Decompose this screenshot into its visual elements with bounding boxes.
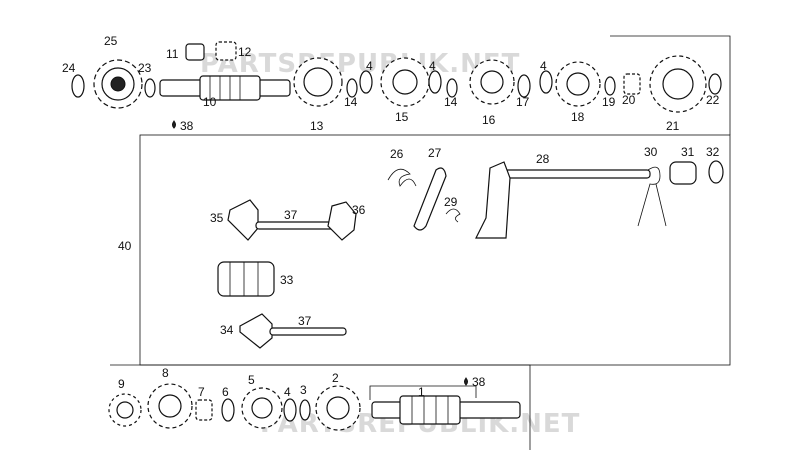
label-37-a: 37 [284, 208, 298, 222]
washer-14-b [446, 78, 458, 98]
bearing-12 [215, 41, 237, 61]
shim-4-top-a [359, 70, 373, 94]
selector-drum-33 [217, 261, 275, 297]
shim-4-top-b [428, 70, 442, 94]
label-10: 10 [203, 95, 217, 109]
gear-2 [315, 385, 361, 431]
label-40: 40 [118, 239, 132, 253]
ring-17 [517, 74, 531, 98]
label-27: 27 [428, 146, 442, 160]
label-38-top: 38 [180, 119, 194, 133]
shim-4-bottom [283, 398, 297, 422]
cap-31 [669, 161, 697, 185]
label-8: 8 [162, 366, 169, 380]
label-9: 9 [118, 377, 125, 391]
label-30: 30 [644, 145, 658, 159]
oil-drop-38-top [172, 120, 176, 129]
spacer-23 [144, 78, 156, 98]
label-34: 34 [220, 323, 234, 337]
gear-9 [108, 393, 142, 427]
label-7: 7 [198, 385, 205, 399]
label-38-bottom: 38 [472, 375, 486, 389]
gearchange-shaft-28 [475, 161, 651, 239]
label-22: 22 [706, 93, 720, 107]
gear-21 [649, 55, 707, 113]
label-28: 28 [536, 152, 550, 166]
label-6: 6 [222, 385, 229, 399]
secondary-shaft-1 [369, 385, 521, 425]
gear-15 [380, 57, 430, 107]
bearing-7 [195, 399, 213, 421]
label-29: 29 [444, 195, 458, 209]
label-18: 18 [571, 110, 585, 124]
washer-19 [604, 76, 616, 96]
gear-8 [147, 383, 193, 429]
sprocket-25 [93, 59, 143, 109]
label-26: 26 [390, 147, 404, 161]
label-37-b: 37 [298, 314, 312, 328]
label-25: 25 [104, 34, 118, 48]
part-labels: 24 25 23 11 12 10 38 13 4 14 15 4 14 16 … [62, 34, 720, 399]
label-16: 16 [482, 113, 496, 127]
label-32: 32 [706, 145, 720, 159]
fork-36 [327, 201, 357, 241]
gear-16 [469, 59, 515, 105]
spring-26 [387, 168, 417, 187]
label-3: 3 [300, 383, 307, 397]
gear-13 [293, 57, 343, 107]
bearing-11 [185, 43, 205, 61]
label-19: 19 [602, 95, 616, 109]
watermark-top: PARTSREPUBLIK.NET [200, 49, 520, 79]
label-20: 20 [622, 93, 636, 107]
bottom-group-frame [110, 364, 531, 450]
label-14-a: 14 [344, 95, 358, 109]
oil-drop-38-bottom [464, 377, 468, 386]
label-17: 17 [516, 95, 530, 109]
label-4-c: 4 [540, 59, 547, 73]
label-36: 36 [352, 203, 366, 217]
primary-shaft-10 [159, 75, 291, 101]
fork-rod-37-b [269, 327, 347, 336]
spring-29 [445, 208, 461, 223]
shim-4-top-c [539, 70, 553, 94]
label-13: 13 [310, 119, 324, 133]
washer-22 [708, 73, 722, 95]
bearing-20 [623, 73, 641, 95]
top-group-frame [610, 35, 731, 135]
lever-27 [413, 167, 447, 231]
label-23: 23 [138, 61, 152, 75]
washer-6 [221, 398, 235, 422]
washer-3 [299, 399, 311, 421]
label-11: 11 [166, 47, 179, 61]
seal-32 [708, 160, 724, 184]
label-1: 1 [418, 385, 425, 399]
label-4-d: 4 [284, 385, 291, 399]
label-33: 33 [280, 273, 294, 287]
label-2: 2 [332, 371, 339, 385]
label-12: 12 [238, 45, 252, 59]
spring-30 [637, 166, 667, 227]
label-4-a: 4 [366, 59, 373, 73]
label-4-b: 4 [429, 59, 436, 73]
label-5: 5 [248, 373, 255, 387]
label-15: 15 [395, 110, 409, 124]
gear-18 [555, 61, 601, 107]
circlip-24 [71, 74, 85, 98]
fork-34 [239, 313, 273, 349]
label-35: 35 [210, 211, 224, 225]
label-31: 31 [681, 145, 695, 159]
washer-14-a [346, 78, 358, 98]
label-21: 21 [666, 119, 680, 133]
label-24: 24 [62, 61, 76, 75]
fork-35 [227, 199, 259, 241]
gear-5 [241, 387, 283, 429]
label-14-b: 14 [444, 95, 458, 109]
